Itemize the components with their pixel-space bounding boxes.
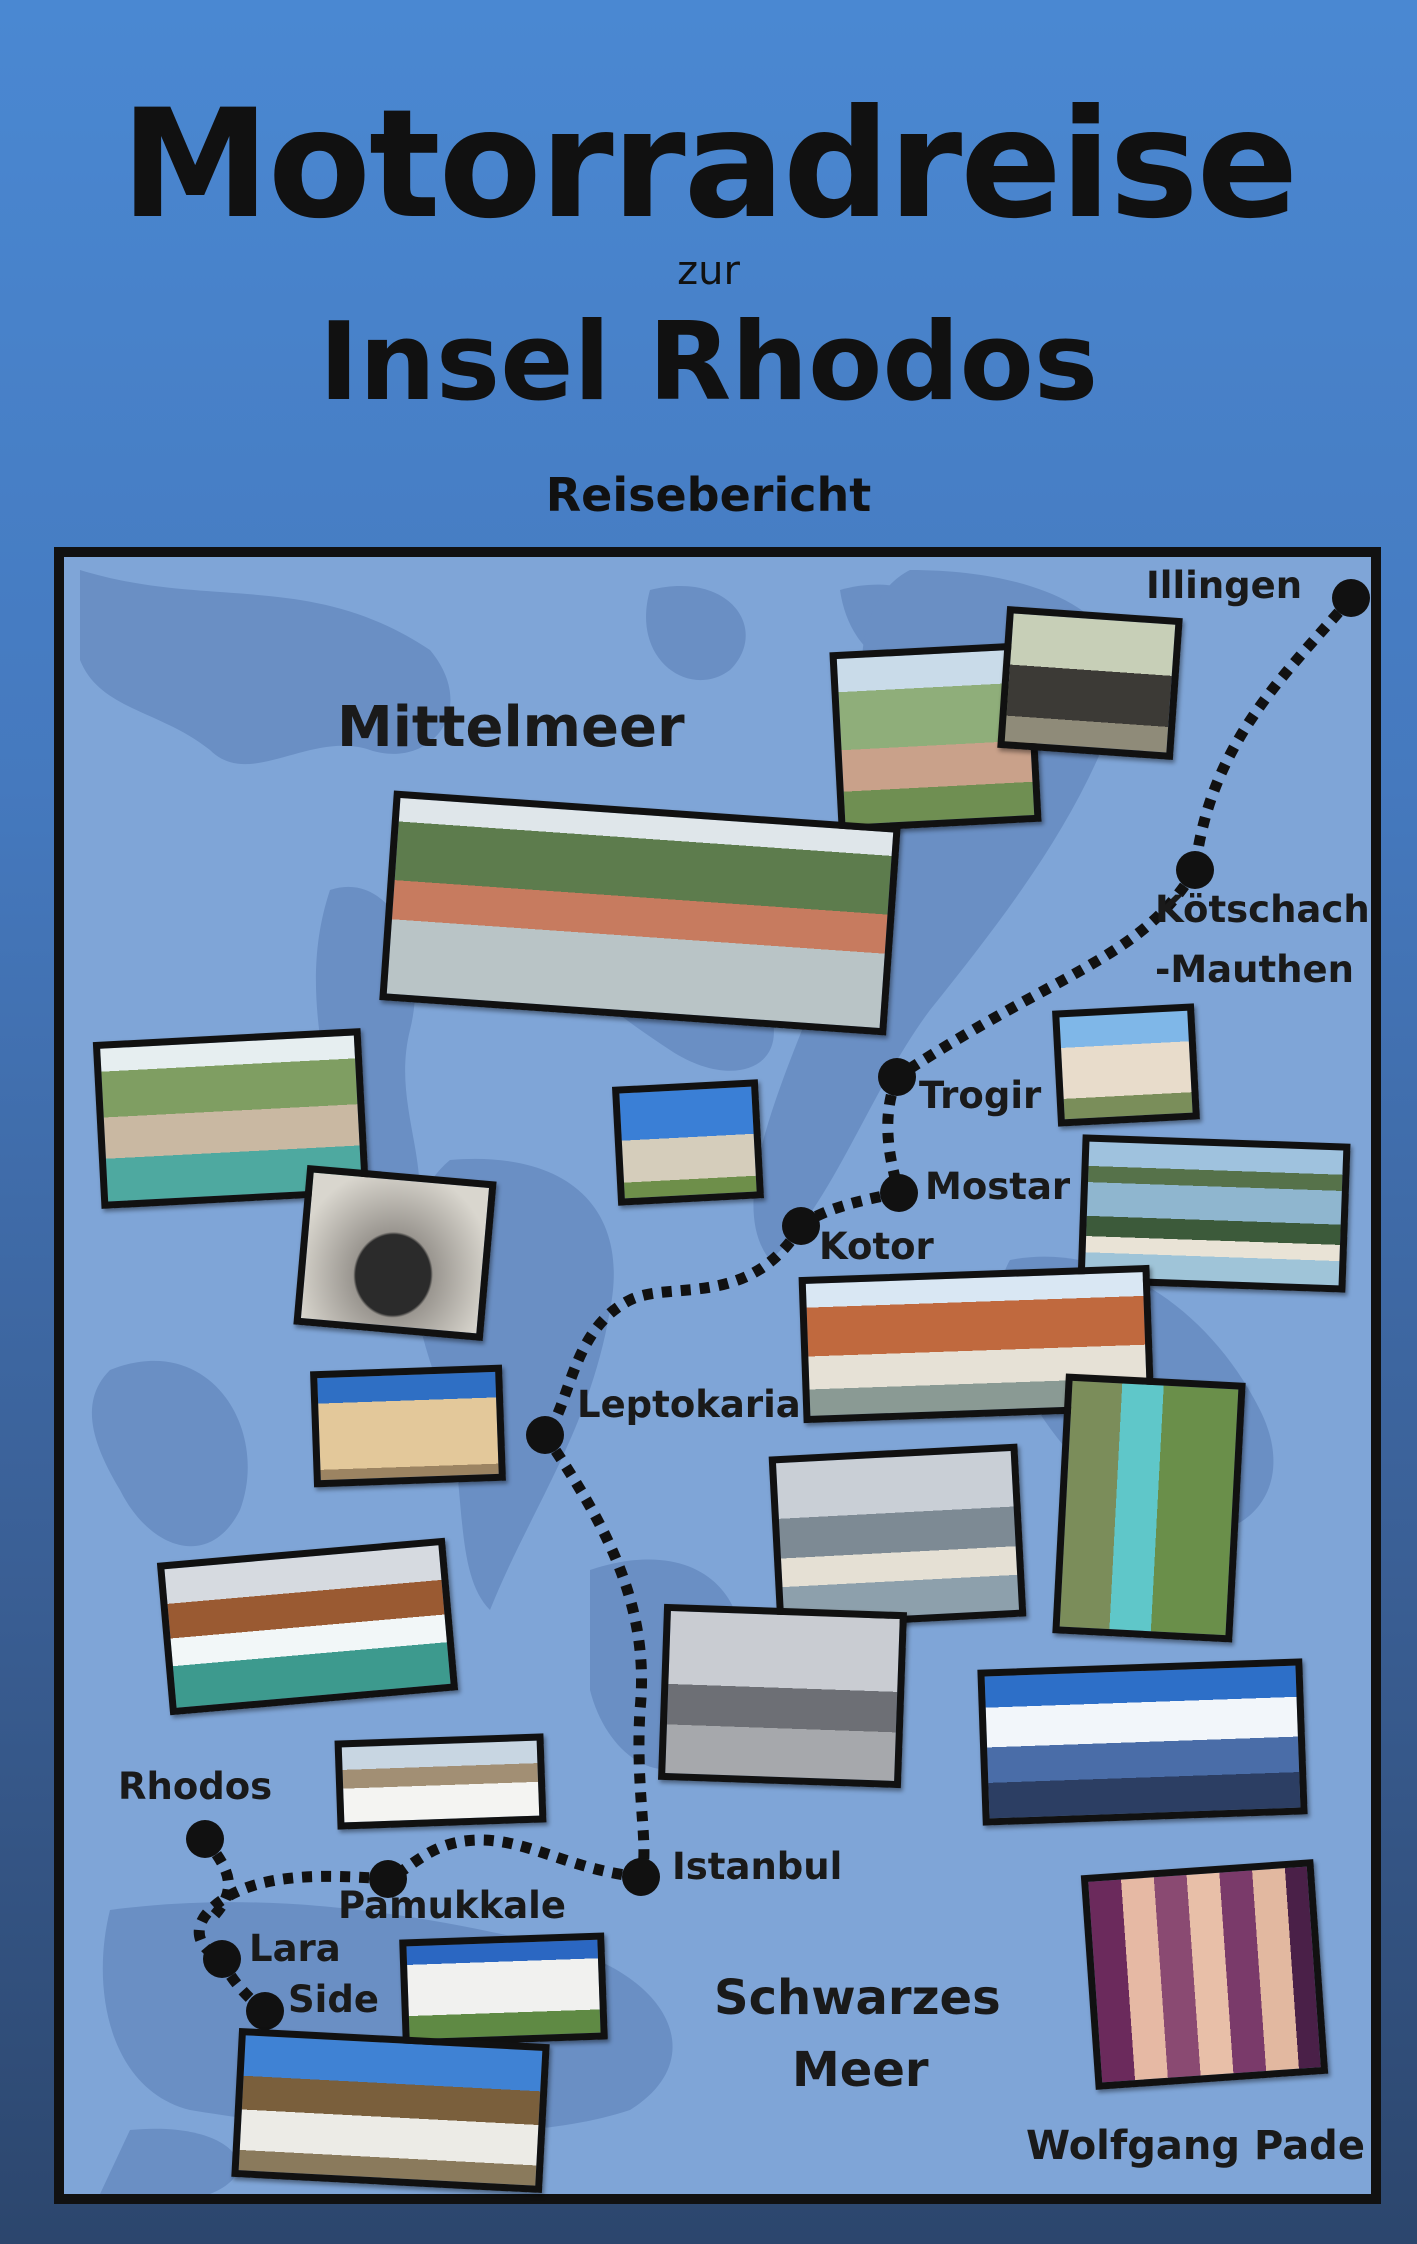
photo-rider-portrait <box>997 606 1183 760</box>
stop-label-mauthen: -Mauthen <box>1155 948 1354 991</box>
photo-dancers <box>1080 1859 1329 2090</box>
stop-label-rhodos: Rhodos <box>118 1765 273 1808</box>
stop-dot-pamukkale <box>369 1860 407 1898</box>
title-connector: zur <box>677 248 740 294</box>
photo-greek-temple <box>310 1364 506 1488</box>
stop-dot-side <box>246 1992 284 2030</box>
author-name: Wolfgang Pade <box>1026 2123 1365 2169</box>
stop-label-pamukkale: Pamukkale <box>338 1884 566 1927</box>
sea-label-mittelmeer: Mittelmeer <box>337 695 685 760</box>
stop-label-kotor: Kotor <box>819 1225 934 1268</box>
stop-label-illingen: Illingen <box>1146 564 1303 607</box>
photo-istanbul-mosque <box>658 1603 907 1789</box>
photo-windmill <box>611 1079 765 1206</box>
stop-dot-lara <box>203 1940 241 1978</box>
stop-label-lara: Lara <box>249 1927 341 1970</box>
book-title: Motorradreise <box>120 78 1299 252</box>
stop-dot-illingen <box>1332 579 1370 617</box>
photo-trogir-church <box>1052 1003 1200 1127</box>
stop-label-leptokaria: Leptokaria <box>577 1383 801 1426</box>
photo-pamukkale <box>334 1733 547 1830</box>
genre-label: Reisebericht <box>545 468 872 522</box>
stop-label-mostar: Mostar <box>925 1165 1071 1208</box>
sea-label-schwarzes: Schwarzes <box>714 1970 1001 2026</box>
photo-snowy-mountains <box>977 1658 1308 1826</box>
stop-dot-koetschach <box>1176 851 1214 889</box>
photo-lindos <box>231 2027 550 2194</box>
stop-dot-trogir <box>878 1058 916 1096</box>
stop-dot-rhodos <box>186 1820 224 1858</box>
photo-waterfall <box>156 1537 459 1716</box>
stop-label-koetschach: Kötschach <box>1155 888 1370 931</box>
photo-maiden-tower <box>768 1443 1027 1630</box>
stop-dot-leptokaria <box>526 1416 564 1454</box>
stop-label-side: Side <box>288 1978 379 2021</box>
stop-dot-mostar <box>880 1174 918 1212</box>
photo-motorcycle <box>293 1165 497 1341</box>
photo-perast-panorama <box>379 790 901 1036</box>
book-subtitle: Insel Rhodos <box>318 300 1099 425</box>
route-stops <box>186 579 1370 2030</box>
stop-dot-istanbul <box>622 1858 660 1896</box>
photo-canyon-river <box>1052 1373 1246 1643</box>
sea-label-meer: Meer <box>792 2042 929 2098</box>
stop-label-trogir: Trogir <box>919 1074 1042 1117</box>
stop-label-istanbul: Istanbul <box>672 1845 843 1888</box>
photo-hotel <box>399 1932 608 2047</box>
stop-dot-kotor <box>782 1207 820 1245</box>
